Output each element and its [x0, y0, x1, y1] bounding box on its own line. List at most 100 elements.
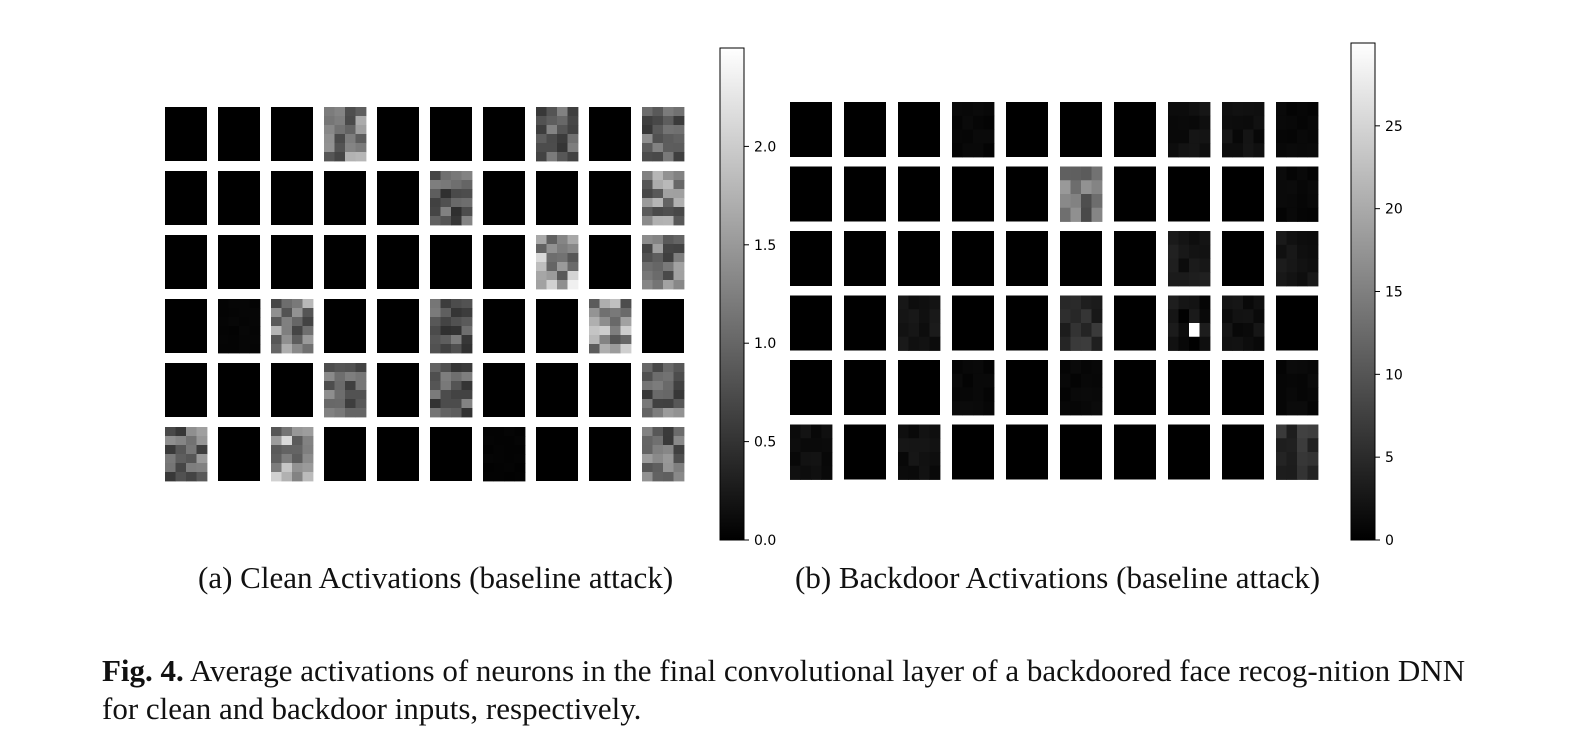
activation-cell [1232, 102, 1244, 117]
activation-cell [281, 299, 293, 309]
activation-cell [345, 399, 356, 409]
activation-cell [557, 271, 568, 281]
activation-cell [1060, 166, 1071, 181]
activation-cell [1091, 295, 1103, 310]
activation-cell [1189, 336, 1200, 351]
activation-tile [271, 427, 314, 482]
activation-tile [952, 295, 994, 351]
activation-cell [642, 271, 653, 281]
activation-cell [228, 317, 240, 327]
activation-cell [652, 189, 664, 199]
activation-cell [451, 372, 462, 382]
activation-cell [599, 317, 611, 327]
activation-tile [1276, 424, 1319, 480]
activation-cell [898, 323, 909, 338]
activation-cell [281, 463, 293, 473]
activation-cell [461, 363, 473, 373]
tile-background [844, 102, 886, 157]
activation-cell [1286, 424, 1298, 439]
activation-tile [898, 424, 941, 480]
activation-cell [345, 363, 356, 373]
activation-cell [271, 454, 282, 464]
activation-cell [1060, 309, 1071, 324]
activation-cell [430, 363, 441, 373]
activation-cell [567, 253, 579, 263]
activation-cell [908, 295, 920, 310]
activation-cell [821, 465, 833, 480]
activation-tile [1222, 102, 1265, 158]
activation-cell [1178, 309, 1190, 324]
activation-cell [1070, 194, 1082, 209]
activation-tile [790, 166, 832, 222]
activation-cell [929, 438, 941, 453]
activation-cell [589, 326, 600, 336]
activation-cell [1070, 166, 1082, 181]
activation-cell [1276, 231, 1287, 246]
activation-cell [1199, 336, 1211, 351]
activation-cell [440, 308, 452, 318]
activation-cell [461, 335, 473, 345]
tile-background [430, 235, 472, 289]
activation-cell [249, 326, 261, 336]
activation-cell [483, 445, 494, 455]
colorbar-tick-label: 0.5 [754, 435, 776, 451]
activation-cell [1243, 295, 1254, 310]
activation-cell [652, 152, 664, 162]
activation-cell [1297, 373, 1308, 388]
activation-cell [281, 472, 293, 482]
activation-cell [1070, 373, 1082, 388]
activation-cell [1276, 401, 1287, 416]
colorbar-tick-label: 0.0 [754, 533, 776, 549]
activation-cell [962, 387, 974, 402]
tile-background [790, 102, 832, 157]
activation-cell [919, 295, 930, 310]
activation-tile [1222, 424, 1264, 480]
activation-tile [218, 427, 260, 481]
activation-cell [663, 244, 674, 254]
activation-cell [483, 427, 494, 437]
activation-cell [1297, 452, 1308, 467]
activation-cell [567, 134, 579, 144]
activation-tile [271, 299, 314, 354]
activation-cell [1253, 102, 1265, 117]
activation-cell [919, 309, 930, 324]
activation-cell [1276, 115, 1287, 130]
activation-tile [430, 299, 473, 354]
tile-background [952, 231, 994, 286]
activation-cell [908, 323, 920, 338]
activation-cell [1199, 323, 1211, 338]
activation-cell [1091, 401, 1103, 416]
activation-cell [1168, 115, 1179, 130]
activation-cell [483, 454, 494, 464]
activation-cell [461, 326, 473, 336]
activation-cell [1081, 336, 1092, 351]
activation-cell [898, 424, 909, 439]
activation-cell [1178, 244, 1190, 259]
activation-cell [186, 463, 197, 473]
activation-cell [1222, 323, 1233, 338]
activation-cell [451, 408, 462, 418]
activation-cell [1189, 272, 1200, 287]
activation-cell [1222, 115, 1233, 130]
activation-cell [302, 335, 314, 345]
activation-cell [919, 336, 930, 351]
activation-cell [271, 299, 282, 309]
activation-cell [1276, 272, 1287, 287]
activation-cell [1253, 115, 1265, 130]
activation-cell [1199, 129, 1211, 144]
activation-cell [302, 472, 314, 482]
activation-cell [1060, 180, 1071, 195]
activation-tile [589, 363, 631, 417]
activation-cell [652, 408, 664, 418]
activation-cell [440, 171, 452, 181]
activation-cell [642, 399, 653, 409]
activation-cell [451, 390, 462, 400]
activation-cell [334, 134, 346, 144]
tile-background [271, 107, 313, 161]
activation-cell [908, 452, 920, 467]
activation-cell [334, 363, 346, 373]
activation-cell [196, 427, 208, 437]
activation-cell [493, 427, 505, 437]
tile-background [218, 363, 260, 417]
